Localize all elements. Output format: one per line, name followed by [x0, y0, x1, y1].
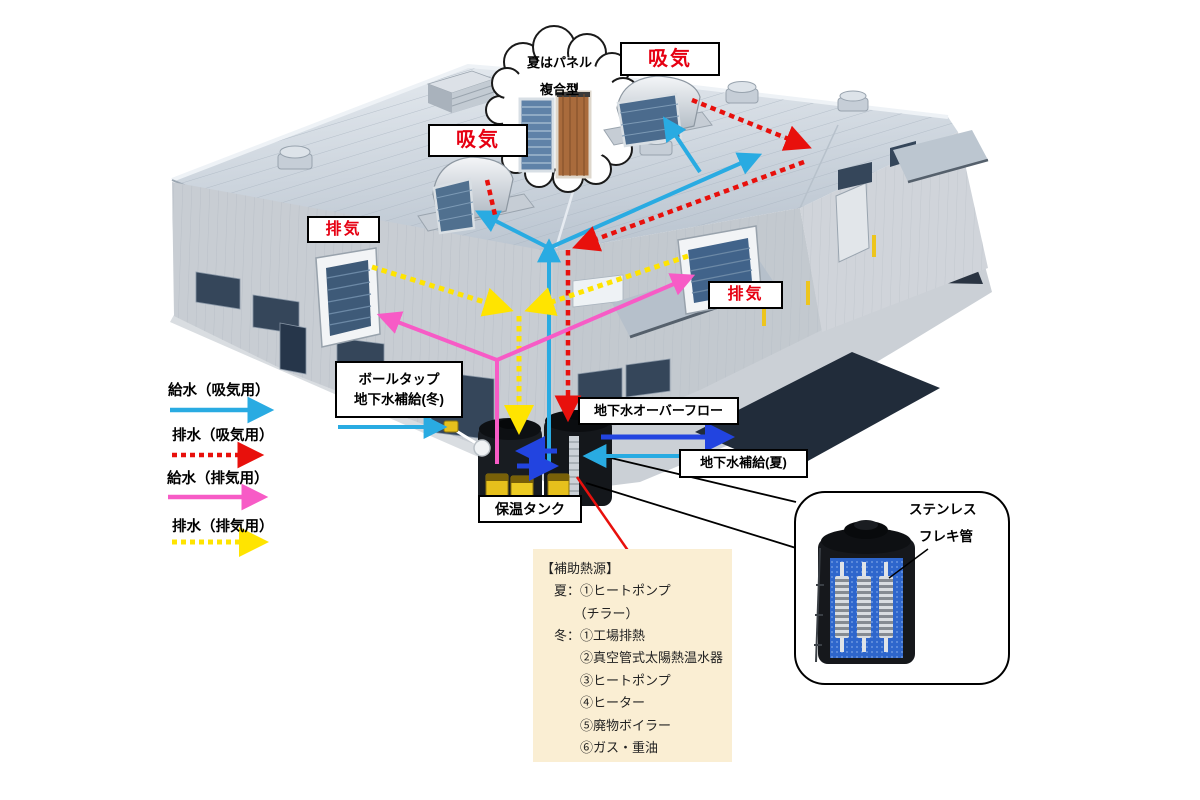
- overflow-callout: 地下水オーバーフロー: [578, 397, 739, 425]
- legend-item-supply-intake: 給水（吸気用）: [168, 383, 270, 399]
- drain-roof-run: [572, 159, 805, 252]
- note-line: 夏：①ヒートポンプ: [541, 583, 671, 599]
- legend-item-supply-exhaust: 給水（排気用）: [167, 471, 269, 487]
- ball-tap-line1: ボールタップ: [358, 371, 440, 387]
- window: [838, 162, 872, 190]
- overflow-text: 地下水オーバーフロー: [593, 402, 724, 418]
- exhaust-supply-arrows: [376, 273, 696, 464]
- note-line: ③ヒートポンプ: [541, 672, 671, 688]
- inset-label-line1: ステンレス: [909, 502, 977, 517]
- exhaust-label-left: 排気: [307, 216, 380, 243]
- inset-bubble: [794, 491, 1010, 685]
- exhaust-label-right-text: 排気: [727, 286, 764, 304]
- tank-left: [478, 418, 542, 506]
- note-line: ⑤廃物ボイラー: [541, 717, 672, 733]
- note-line: （チラー）: [541, 605, 639, 621]
- note-line: ②真空管式太陽熱温水器: [541, 650, 724, 666]
- note-pointer-line: [575, 476, 631, 553]
- inset-label-line2: フレキ管: [919, 529, 973, 544]
- asphalt-patch: [695, 352, 940, 472]
- factory-building: [170, 49, 992, 492]
- rooftop-box-unit: [426, 70, 496, 113]
- intake-unit-left: [417, 156, 535, 235]
- intake-label-right: 吸気: [620, 42, 720, 76]
- cloud-note-line2: 複合型: [540, 82, 580, 97]
- note-line: ⑥ガス・重油: [541, 739, 659, 755]
- ball-tap-line2: 地下水補給(冬): [354, 391, 444, 407]
- ball-tap-callout: ボールタップ 地下水補給(冬): [335, 361, 463, 418]
- summer-supply-text: 地下水補給(夏): [700, 455, 787, 471]
- intake-label-left: 吸気: [428, 124, 528, 157]
- intake-label-left-text: 吸気: [456, 129, 500, 151]
- cloud-note-line1: 夏はパネル: [527, 55, 593, 70]
- note-line-title: 【補助熱源】: [541, 561, 620, 576]
- intake-supply-to-left-unit: [475, 210, 550, 250]
- dock-door: [835, 182, 870, 263]
- exhaust-window-left: [315, 247, 381, 348]
- supply-to-left-window: [376, 311, 498, 362]
- intake-supply-to-right-unit: [662, 116, 702, 174]
- drain-from-right-window: [524, 253, 689, 316]
- drain-from-left-window: [371, 264, 514, 317]
- inset-tank-graphic: [814, 520, 929, 664]
- inset-tail-line: [585, 482, 797, 549]
- legend-item-drain-exhaust: 排水（排気用）: [172, 519, 274, 535]
- panel-composite-graphic: [518, 84, 592, 179]
- storage-tank-text: 保温タンク: [495, 500, 565, 517]
- storage-tank-callout: 保温タンク: [478, 495, 582, 523]
- legend-arrows: [168, 396, 275, 557]
- drain-from-right-unit: [691, 97, 812, 151]
- exhaust-label-left-text: 排気: [325, 220, 362, 238]
- note-line: 冬：①工場排熱: [541, 628, 646, 644]
- legend-item-drain-intake: 排水（吸気用）: [172, 428, 274, 444]
- intake-drain-arrows: [484, 97, 812, 423]
- aux-heat-source-note: 【補助熱源】 夏：①ヒートポンプ （チラー） 冬：①工場排熱 ②真空管式太陽熱温…: [533, 549, 732, 762]
- summer-supply-callout: 地下水補給(夏): [679, 449, 808, 478]
- groundwater-arrows: [514, 422, 736, 481]
- note-line: ④ヒーター: [541, 695, 646, 711]
- intake-label-right-text: 吸気: [648, 47, 692, 70]
- intake-supply-arrows: [338, 116, 763, 468]
- exhaust-drain-arrows: [371, 253, 689, 436]
- supply-to-right-window: [496, 273, 696, 362]
- flexi-coils: [835, 562, 893, 652]
- flexi-pipe-strip: [569, 436, 579, 496]
- exhaust-label-right: 排気: [708, 281, 783, 309]
- bollards: [762, 235, 876, 326]
- inset-label-pointer: [888, 548, 929, 579]
